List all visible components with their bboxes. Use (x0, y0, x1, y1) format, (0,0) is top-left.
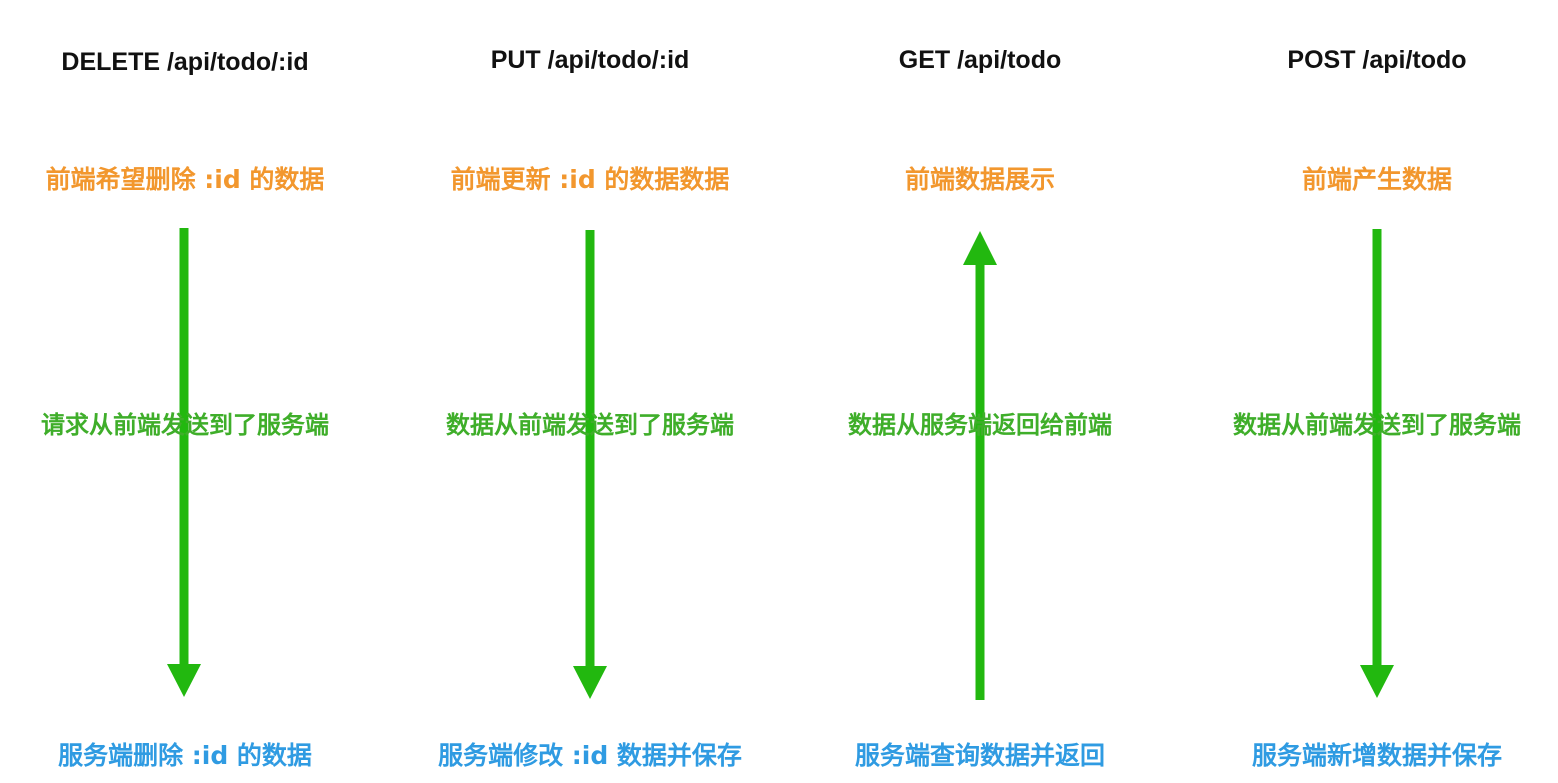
server-action-label: 服务端查询数据并返回 (854, 741, 1105, 770)
frontend-action-label: 前端更新 :id 的数据数据 (450, 165, 730, 194)
transfer-description: 请求从前端发送到了服务端 (41, 411, 329, 439)
frontend-action-label: 前端产生数据 (1301, 165, 1452, 194)
post-flow-column: POST /api/todo 前端产生数据 数据从前端发送到了服务端 服务端新增… (1192, 0, 1558, 783)
down-arrow-icon (167, 228, 201, 697)
server-action-label: 服务端删除 :id 的数据 (58, 741, 312, 770)
method-title: POST /api/todo (1287, 46, 1467, 74)
get-flow-column: GET /api/todo 前端数据展示 数据从服务端返回给前端 服务端查询数据… (795, 0, 1165, 783)
delete-flow-column: DELETE /api/todo/:id 前端希望删除 :id 的数据 请求从前… (0, 0, 370, 783)
down-arrow-icon (1360, 229, 1394, 698)
method-title: DELETE /api/todo/:id (61, 48, 309, 76)
method-title: GET /api/todo (898, 46, 1062, 74)
method-title: PUT /api/todo/:id (490, 46, 690, 74)
server-action-label: 服务端修改 :id 数据并保存 (438, 741, 742, 770)
transfer-description: 数据从前端发送到了服务端 (1233, 411, 1521, 439)
frontend-action-label: 前端希望删除 :id 的数据 (45, 165, 325, 194)
up-arrow-icon (963, 231, 997, 700)
server-action-label: 服务端新增数据并保存 (1251, 741, 1502, 770)
transfer-description: 数据从前端发送到了服务端 (446, 411, 734, 439)
put-flow-column: PUT /api/todo/:id 前端更新 :id 的数据数据 数据从前端发送… (405, 0, 775, 783)
frontend-action-label: 前端数据展示 (904, 165, 1055, 194)
transfer-description: 数据从服务端返回给前端 (848, 411, 1112, 439)
down-arrow-icon (573, 230, 607, 699)
